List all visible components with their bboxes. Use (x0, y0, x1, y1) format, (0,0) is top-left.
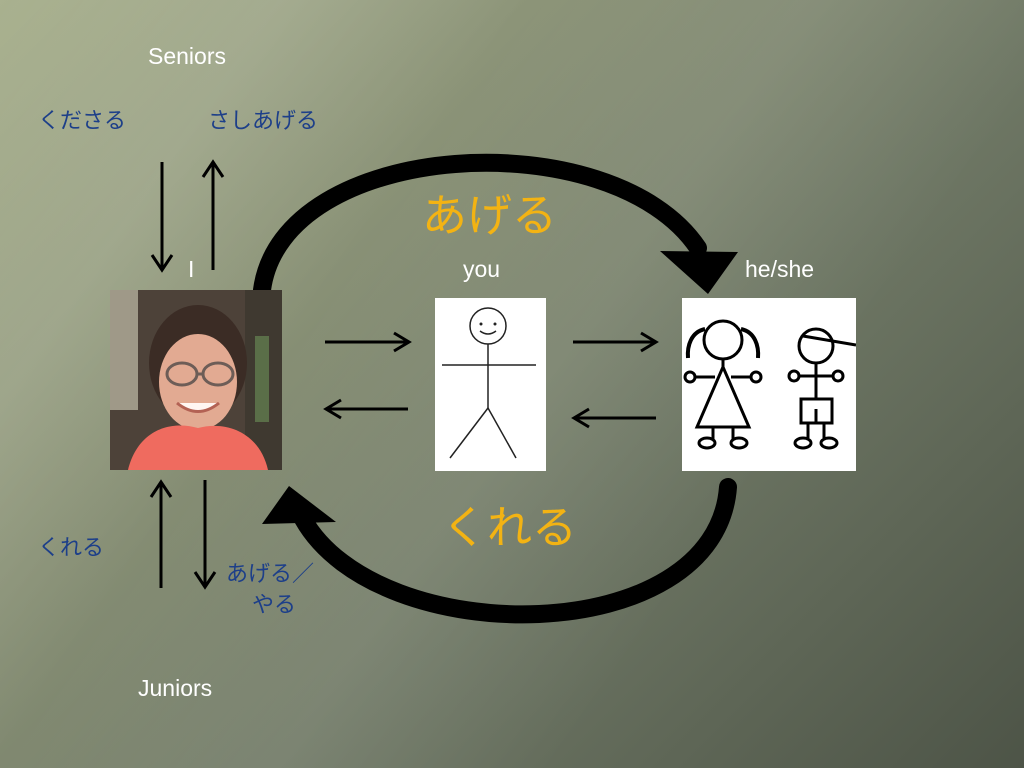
juniors-label: Juniors (138, 675, 213, 701)
ageru-yaru-down-arrow (193, 480, 217, 590)
you-stick-figure (442, 307, 536, 459)
horizontal-arrows (323, 331, 659, 429)
kureru-small-label: くれる (38, 536, 105, 561)
heshe-figures-frame (682, 298, 856, 471)
big-curved-arrows (253, 153, 738, 624)
you-to-i-arrow (323, 398, 408, 420)
heshe-to-you-arrow (571, 407, 656, 429)
self-photo (110, 290, 282, 470)
you-to-heshe-arrow (573, 331, 659, 353)
sashiageru-label: さしあげる (208, 109, 319, 134)
girl-figure (683, 319, 763, 450)
kudasaru-label: くださる (38, 109, 127, 134)
vertical-arrows (149, 159, 225, 590)
kureru-up-arrow (149, 479, 173, 588)
ageru-yaru-line1: あげる／ (226, 562, 315, 587)
you-stick-figure-frame (435, 298, 546, 471)
he-she-label: he/she (745, 256, 815, 282)
kureru-big-label: くれる (442, 501, 578, 554)
you-label: you (463, 256, 501, 282)
seniors-label: Seniors (148, 43, 226, 69)
boy-figure (787, 327, 856, 450)
i-to-you-arrow (325, 331, 412, 353)
he-she-figures (683, 319, 856, 450)
ageru-curved-arrow (253, 153, 738, 299)
ageru-yaru-line2: やる (252, 593, 297, 618)
ageru-big-label: あげる (422, 189, 558, 242)
kudasaru-down-arrow (150, 162, 174, 273)
i-label: I (188, 256, 195, 282)
self-portrait-image (110, 290, 282, 470)
sashiageru-up-arrow (201, 159, 225, 270)
kureru-curved-arrow (262, 478, 737, 624)
